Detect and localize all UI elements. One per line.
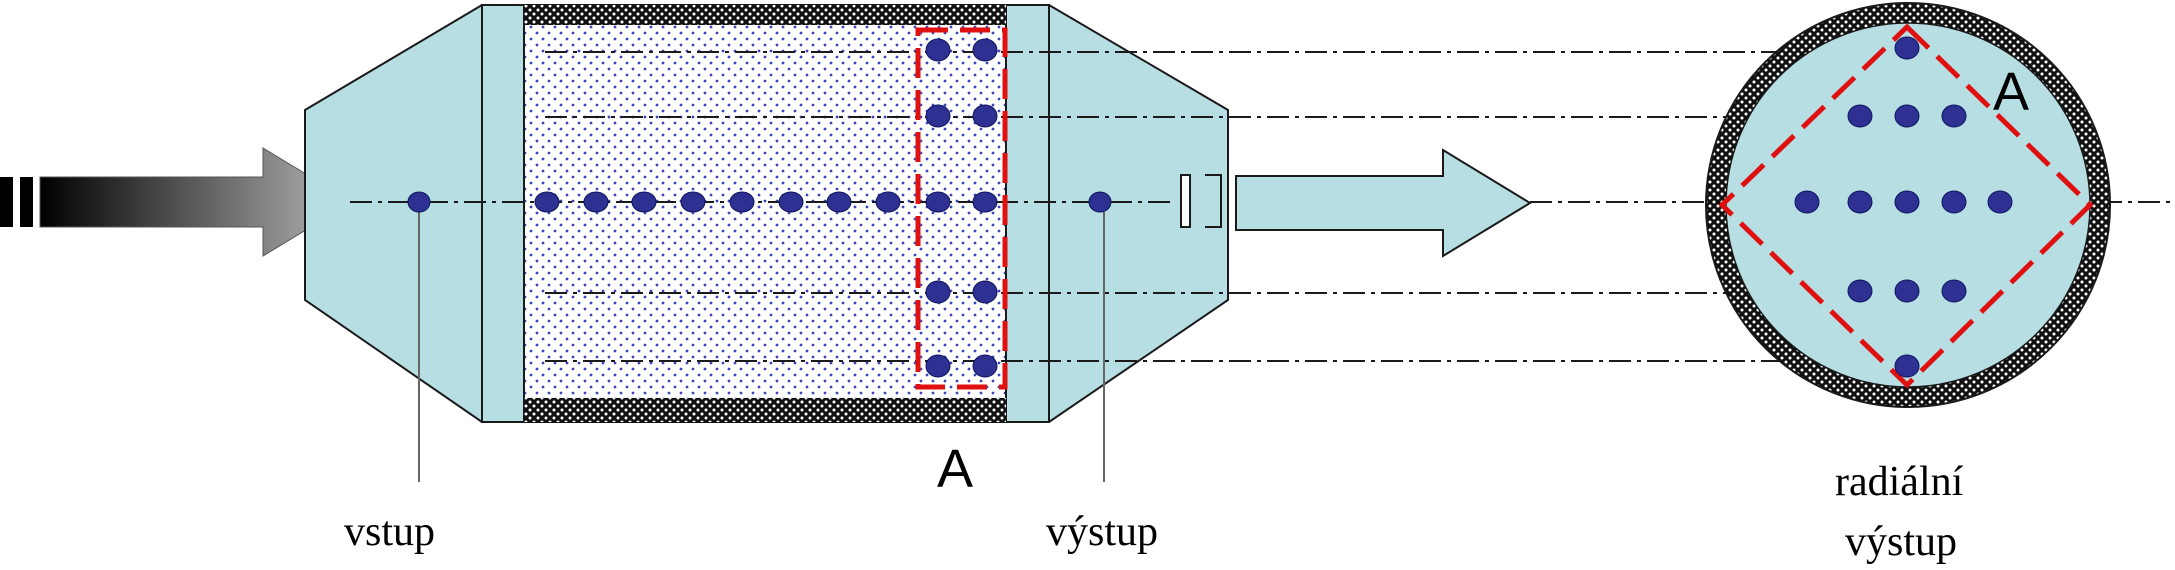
probe-cross	[1941, 104, 1967, 128]
probe-cross	[1987, 190, 2013, 214]
probe-axial	[534, 191, 560, 213]
probe-cross	[1847, 190, 1873, 214]
inlet-label: vstup	[344, 509, 435, 555]
probe-cross	[1941, 190, 1967, 214]
mantle-top	[524, 5, 1006, 25]
inlet-flow-arrow	[0, 147, 353, 257]
probe-axial	[583, 191, 609, 213]
label-leaders	[418, 212, 1105, 482]
probe-axial	[826, 191, 852, 213]
outlet-label: výstup	[1046, 509, 1158, 555]
probe-axial	[875, 191, 901, 213]
section-marker-side: A	[937, 439, 973, 499]
probe-axial	[778, 191, 804, 213]
probe-cross	[1894, 36, 1920, 60]
outlet-connector	[1180, 174, 1222, 228]
probe-inlet	[407, 191, 431, 213]
probe-column	[925, 280, 951, 304]
probe-column	[925, 354, 951, 378]
substrate-block	[523, 4, 1007, 423]
probe-cross	[1894, 279, 1920, 303]
probe-cross	[1894, 354, 1920, 378]
section-diamond-cross	[1718, 23, 2094, 389]
outlet-flow-arrow	[1235, 148, 1532, 258]
probe-column	[972, 354, 998, 378]
probe-outlet	[1088, 191, 1112, 213]
probe-axial	[729, 191, 755, 213]
reference-lines	[350, 51, 2175, 362]
probe-axial	[925, 191, 951, 213]
probe-cross	[1847, 279, 1873, 303]
probe-cross	[1847, 104, 1873, 128]
probe-column	[972, 280, 998, 304]
probe-axial	[972, 191, 998, 213]
probe-cross	[1894, 190, 1920, 214]
probe-axial	[631, 191, 657, 213]
section-marker-cross: A	[1993, 62, 2029, 122]
probe-cross	[1894, 104, 1920, 128]
radial-label-line2: výstup	[1845, 519, 1957, 565]
probe-column	[972, 104, 998, 128]
mantle-bottom	[524, 398, 1006, 422]
probe-axial	[680, 191, 706, 213]
probe-column	[925, 38, 951, 62]
probe-column	[925, 104, 951, 128]
probe-cross	[1941, 279, 1967, 303]
radial-label-line1: radiální	[1835, 459, 1964, 505]
probe-cross	[1794, 190, 1820, 214]
probe-points	[407, 36, 2013, 378]
section-box-side	[915, 27, 1008, 390]
probe-column	[972, 38, 998, 62]
